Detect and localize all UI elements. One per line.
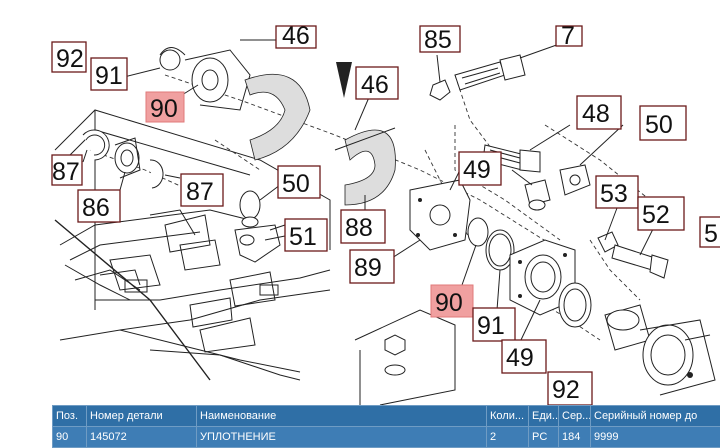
- callout-53[interactable]: 53: [596, 176, 638, 208]
- callout-88-text: 88: [345, 214, 373, 242]
- callout-49-top[interactable]: 49: [459, 152, 501, 185]
- callout-50-topright[interactable]: 50: [640, 106, 686, 140]
- callout-85[interactable]: 85: [420, 26, 460, 54]
- callout-90-center-highlighted[interactable]: 90: [431, 285, 473, 317]
- cell-name: УПЛОТНЕНИЕ: [197, 427, 487, 448]
- callout-91-topleft-text: 91: [95, 62, 123, 90]
- cell-position: 90: [53, 427, 87, 448]
- callout-91-topleft[interactable]: 91: [91, 58, 127, 90]
- callout-90-topleft-text: 90: [150, 95, 178, 123]
- table-row[interactable]: 90 145072 УПЛОТНЕНИЕ 2 PC 184 9999: [53, 427, 720, 448]
- callout-87-left[interactable]: 87: [52, 155, 82, 186]
- cell-serial-from: 184: [559, 427, 591, 448]
- callout-87-left-text: 87: [52, 158, 80, 186]
- callout-51-text: 51: [289, 223, 317, 251]
- callout-50-topright-text: 50: [645, 111, 673, 139]
- callout-5-text: 5: [704, 220, 718, 248]
- parts-table: Поз. Номер детали Наименование Коли... Е…: [52, 405, 720, 448]
- callout-46-topcenter-text: 46: [282, 22, 310, 50]
- col-header-serial-to[interactable]: Серийный номер до: [591, 406, 720, 427]
- callout-92-topleft[interactable]: 92: [52, 42, 86, 73]
- callout-7[interactable]: 7: [556, 22, 582, 50]
- col-header-quantity[interactable]: Коли...: [487, 406, 529, 427]
- exploded-parts-diagram: 92 91 90 46 46 85 7 48 50 87 86 87: [0, 0, 720, 405]
- cell-quantity: 2: [487, 427, 529, 448]
- callout-49-bottom[interactable]: 49: [502, 340, 546, 373]
- callout-51[interactable]: 51: [285, 219, 327, 251]
- col-header-name[interactable]: Наименование: [197, 406, 487, 427]
- cell-unit: PC: [529, 427, 559, 448]
- callout-49-bottom-text: 49: [506, 344, 534, 372]
- callout-86[interactable]: 86: [78, 190, 120, 222]
- callout-92-bottom-text: 92: [552, 376, 580, 404]
- callout-52[interactable]: 52: [638, 197, 684, 230]
- callout-90-center-text: 90: [435, 289, 463, 317]
- callout-48-text: 48: [582, 100, 610, 128]
- callout-87-center[interactable]: 87: [181, 174, 223, 206]
- callout-49-top-text: 49: [463, 156, 491, 184]
- callout-85-text: 85: [424, 26, 452, 54]
- cell-serial-to: 9999: [591, 427, 720, 448]
- callout-91-center-text: 91: [477, 312, 505, 340]
- callout-90-topleft-highlighted[interactable]: 90: [146, 92, 184, 123]
- callout-46-topcenter[interactable]: 46: [276, 22, 316, 50]
- col-header-serial-from[interactable]: Сер...: [559, 406, 591, 427]
- callout-46-center[interactable]: 46: [356, 67, 398, 99]
- callout-89-text: 89: [354, 254, 382, 282]
- callout-7-text: 7: [561, 22, 575, 50]
- callout-86-text: 86: [82, 194, 110, 222]
- callout-88[interactable]: 88: [341, 210, 385, 243]
- col-header-part-number[interactable]: Номер детали: [87, 406, 197, 427]
- col-header-position[interactable]: Поз.: [53, 406, 87, 427]
- callout-50-center[interactable]: 50: [278, 166, 320, 198]
- table-header-row: Поз. Номер детали Наименование Коли... Е…: [53, 406, 720, 427]
- callout-52-text: 52: [642, 201, 670, 229]
- callout-50-center-text: 50: [282, 170, 310, 198]
- callout-92-bottom[interactable]: 92: [548, 372, 592, 405]
- callout-48[interactable]: 48: [577, 96, 621, 129]
- col-header-unit[interactable]: Еди...: [529, 406, 559, 427]
- callout-5-right-partial[interactable]: 5: [700, 217, 720, 248]
- callout-92-topleft-text: 92: [56, 45, 84, 73]
- callout-89[interactable]: 89: [350, 250, 394, 283]
- callout-53-text: 53: [600, 180, 628, 208]
- cell-part-number: 145072: [87, 427, 197, 448]
- callout-91-center[interactable]: 91: [473, 308, 515, 341]
- callout-46-center-text: 46: [361, 71, 389, 99]
- callout-87-center-text: 87: [186, 178, 214, 206]
